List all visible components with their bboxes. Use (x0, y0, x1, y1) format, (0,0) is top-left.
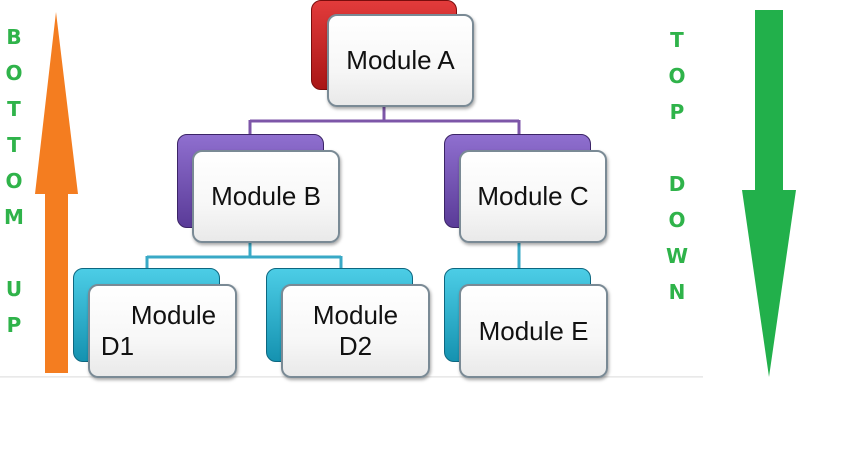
label-letter: O (5, 61, 23, 85)
module-a-node: Module A (311, 0, 476, 108)
module-b-node: Module B (177, 134, 342, 246)
arrow-up-icon (35, 12, 78, 373)
module-a-box: Module A (327, 14, 474, 107)
module-e-box: Module E (459, 284, 608, 378)
module-d1-label-line1: Module (130, 300, 217, 330)
connector-a-bc (248, 104, 521, 138)
label-letter: O (5, 169, 23, 193)
module-d1-label-line2: D1 (100, 331, 135, 361)
module-d2-box: Module D2 (281, 284, 430, 378)
module-d1-node: Module D1 (73, 268, 239, 380)
label-letter: O (668, 208, 686, 232)
label-letter: P (6, 313, 22, 337)
module-e-node: Module E (444, 268, 610, 380)
module-a-label: Module A (346, 45, 455, 75)
label-letter: N (668, 280, 686, 304)
label-letter: O (668, 64, 686, 88)
label-letter: T (7, 97, 21, 121)
label-letter: P (669, 100, 685, 124)
module-c-node: Module C (444, 134, 609, 246)
label-letter: T (670, 28, 684, 52)
module-b-box: Module B (192, 150, 340, 243)
module-d1-box: Module D1 (88, 284, 237, 378)
label-letter: D (668, 172, 686, 196)
module-d2-node: Module D2 (266, 268, 432, 380)
module-e-label: Module E (478, 315, 589, 346)
module-c-box: Module C (459, 150, 607, 243)
label-letter: W (665, 244, 689, 268)
label-letter: U (5, 277, 23, 301)
arrow-down-icon (742, 10, 796, 377)
label-letter: T (7, 133, 21, 157)
module-d2-label-line1: Module (312, 300, 399, 330)
label-letter: B (6, 25, 22, 49)
label-letter: M (4, 205, 24, 229)
module-d2-label-line2: D2 (338, 331, 373, 361)
connector-b-d (145, 243, 343, 271)
module-c-label: Module C (477, 181, 589, 211)
module-b-label: Module B (211, 181, 321, 211)
